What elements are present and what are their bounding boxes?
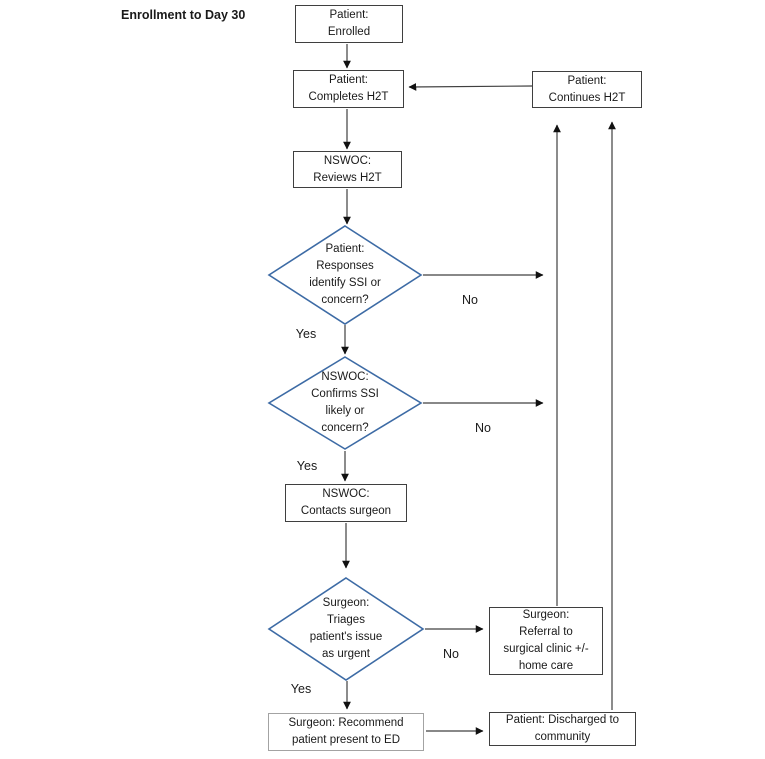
node-nswoc-reviews-h2t: NSWOC: Reviews H2T [293,151,402,188]
edge-label-responses-no: No [462,293,478,307]
node-patient-continues-h2t-label: Patient: Continues H2T [548,74,626,104]
node-surgeon-referral-label: Surgeon: Referral to surgical clinic +/-… [503,609,589,672]
diamond-triage-shape [267,577,425,681]
page-title: Enrollment to Day 30 [121,8,246,22]
node-patient-completes-h2t-label: Patient: Completes H2T [308,74,389,103]
edge-label-triage-no: No [443,647,459,661]
node-patient-enrolled: Patient: Enrolled [295,5,403,43]
diamond-responses-shape [267,225,423,325]
edge-continues-to-completes [408,83,533,91]
node-patient-completes-h2t: Patient: Completes H2T [293,70,404,108]
diamond-triage-label: Surgeon: Triages patient's issue as urge… [309,597,383,660]
diamond-responses-label: Patient: Responses identify SSI or conce… [309,243,381,306]
node-nswoc-contacts-surgeon-label: NSWOC: Contacts surgeon [300,488,392,517]
edge-label-responses-yes: Yes [295,327,317,341]
node-surgeon-recommend-ed-label: Surgeon: Recommend patient present to ED [288,717,404,746]
node-patient-discharged-label: Patient: Discharged to community [505,714,620,743]
node-nswoc-reviews-h2t-label: NSWOC: Reviews H2T [313,154,382,184]
edge-label-confirms-no: No [475,421,491,435]
diamond-confirms-label: NSWOC: Confirms SSI likely or concern? [311,371,379,434]
edge-label-confirms-yes: Yes [296,459,318,473]
node-nswoc-contacts-surgeon: NSWOC: Contacts surgeon [285,484,407,522]
node-patient-continues-h2t: Patient: Continues H2T [532,71,642,108]
node-surgeon-referral: Surgeon: Referral to surgical clinic +/-… [489,607,603,675]
node-patient-discharged: Patient: Discharged to community [489,712,636,746]
diamond-confirms-shape [267,356,423,450]
node-surgeon-recommend-ed: Surgeon: Recommend patient present to ED [268,713,424,751]
edge-label-triage-yes: Yes [290,682,312,696]
node-patient-enrolled-label: Patient: Enrolled [327,9,371,38]
